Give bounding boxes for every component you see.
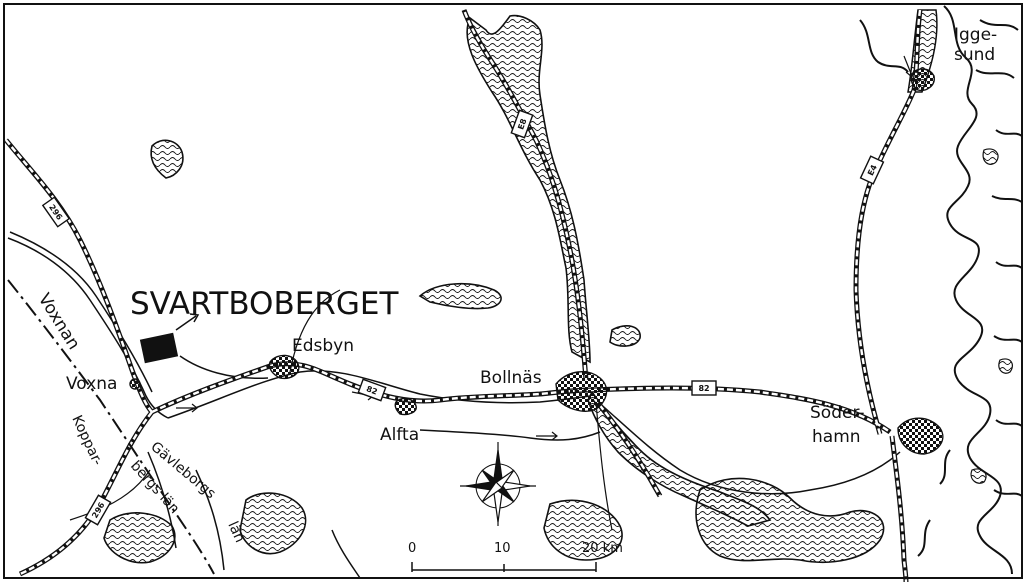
scale-label-20km: 20 km bbox=[582, 541, 623, 556]
town-iggesund-area bbox=[910, 68, 935, 92]
label-soderhamn-1: Söder- bbox=[810, 403, 864, 423]
svg-text:E8: E8 bbox=[516, 117, 528, 131]
lake-northwest bbox=[150, 139, 184, 179]
svg-text:82: 82 bbox=[698, 384, 709, 393]
label-soderhamn-2: hamn bbox=[812, 427, 861, 447]
county-border bbox=[7, 279, 215, 575]
rivers bbox=[7, 231, 901, 579]
lake-south-middle bbox=[239, 492, 307, 555]
shield-e8: E8 bbox=[510, 109, 534, 139]
shield-296-south: 296 bbox=[84, 494, 112, 526]
town-edsbyn-area bbox=[268, 354, 300, 380]
lakes bbox=[103, 14, 885, 564]
river-ljusnan-north bbox=[466, 14, 591, 364]
label-edsbyn: Edsbyn bbox=[292, 336, 354, 356]
scale-bar bbox=[411, 562, 597, 572]
town-alfta-area bbox=[394, 397, 417, 416]
label-gavleborgs-2: län bbox=[224, 519, 247, 545]
label-alfta: Alfta bbox=[380, 425, 419, 445]
towns bbox=[129, 68, 944, 455]
coastline bbox=[859, 5, 1023, 575]
svg-text:82: 82 bbox=[365, 384, 379, 396]
shield-82-west: 82 bbox=[357, 378, 387, 402]
compass-rose-icon bbox=[460, 442, 536, 526]
lake-svartbo bbox=[418, 282, 502, 310]
lake-southwest bbox=[103, 512, 176, 564]
town-bollnas-area bbox=[555, 371, 608, 412]
site-marker-icon bbox=[139, 313, 200, 364]
scale-label-10: 10 bbox=[494, 541, 511, 556]
label-bollnas: Bollnäs bbox=[480, 368, 542, 388]
label-voxna: Voxna bbox=[66, 374, 117, 394]
town-voxna-area bbox=[129, 378, 141, 390]
shield-296-north: 296 bbox=[41, 196, 71, 228]
lake-south-center bbox=[543, 499, 623, 561]
map-title: SVARTBOBERGET bbox=[130, 286, 399, 322]
map-border bbox=[3, 3, 1023, 579]
label-iggesund-2: sund bbox=[954, 45, 995, 65]
lake-southeast bbox=[695, 477, 885, 563]
svg-text:E4: E4 bbox=[866, 163, 879, 177]
scale-label-0: 0 bbox=[408, 541, 416, 556]
coast-islands bbox=[970, 148, 1013, 484]
shield-82-east: 82 bbox=[691, 380, 717, 396]
label-kopparbergs-1: Koppar- bbox=[68, 413, 105, 468]
lake-small-bollnas bbox=[609, 325, 641, 347]
flow-arrows bbox=[176, 55, 915, 441]
road-shields: 82 82 E4 E8 296 296 bbox=[41, 109, 885, 526]
town-soderhamn-area bbox=[897, 417, 944, 455]
label-iggesund-1: Igge- bbox=[954, 25, 997, 45]
shield-e4: E4 bbox=[859, 155, 885, 185]
